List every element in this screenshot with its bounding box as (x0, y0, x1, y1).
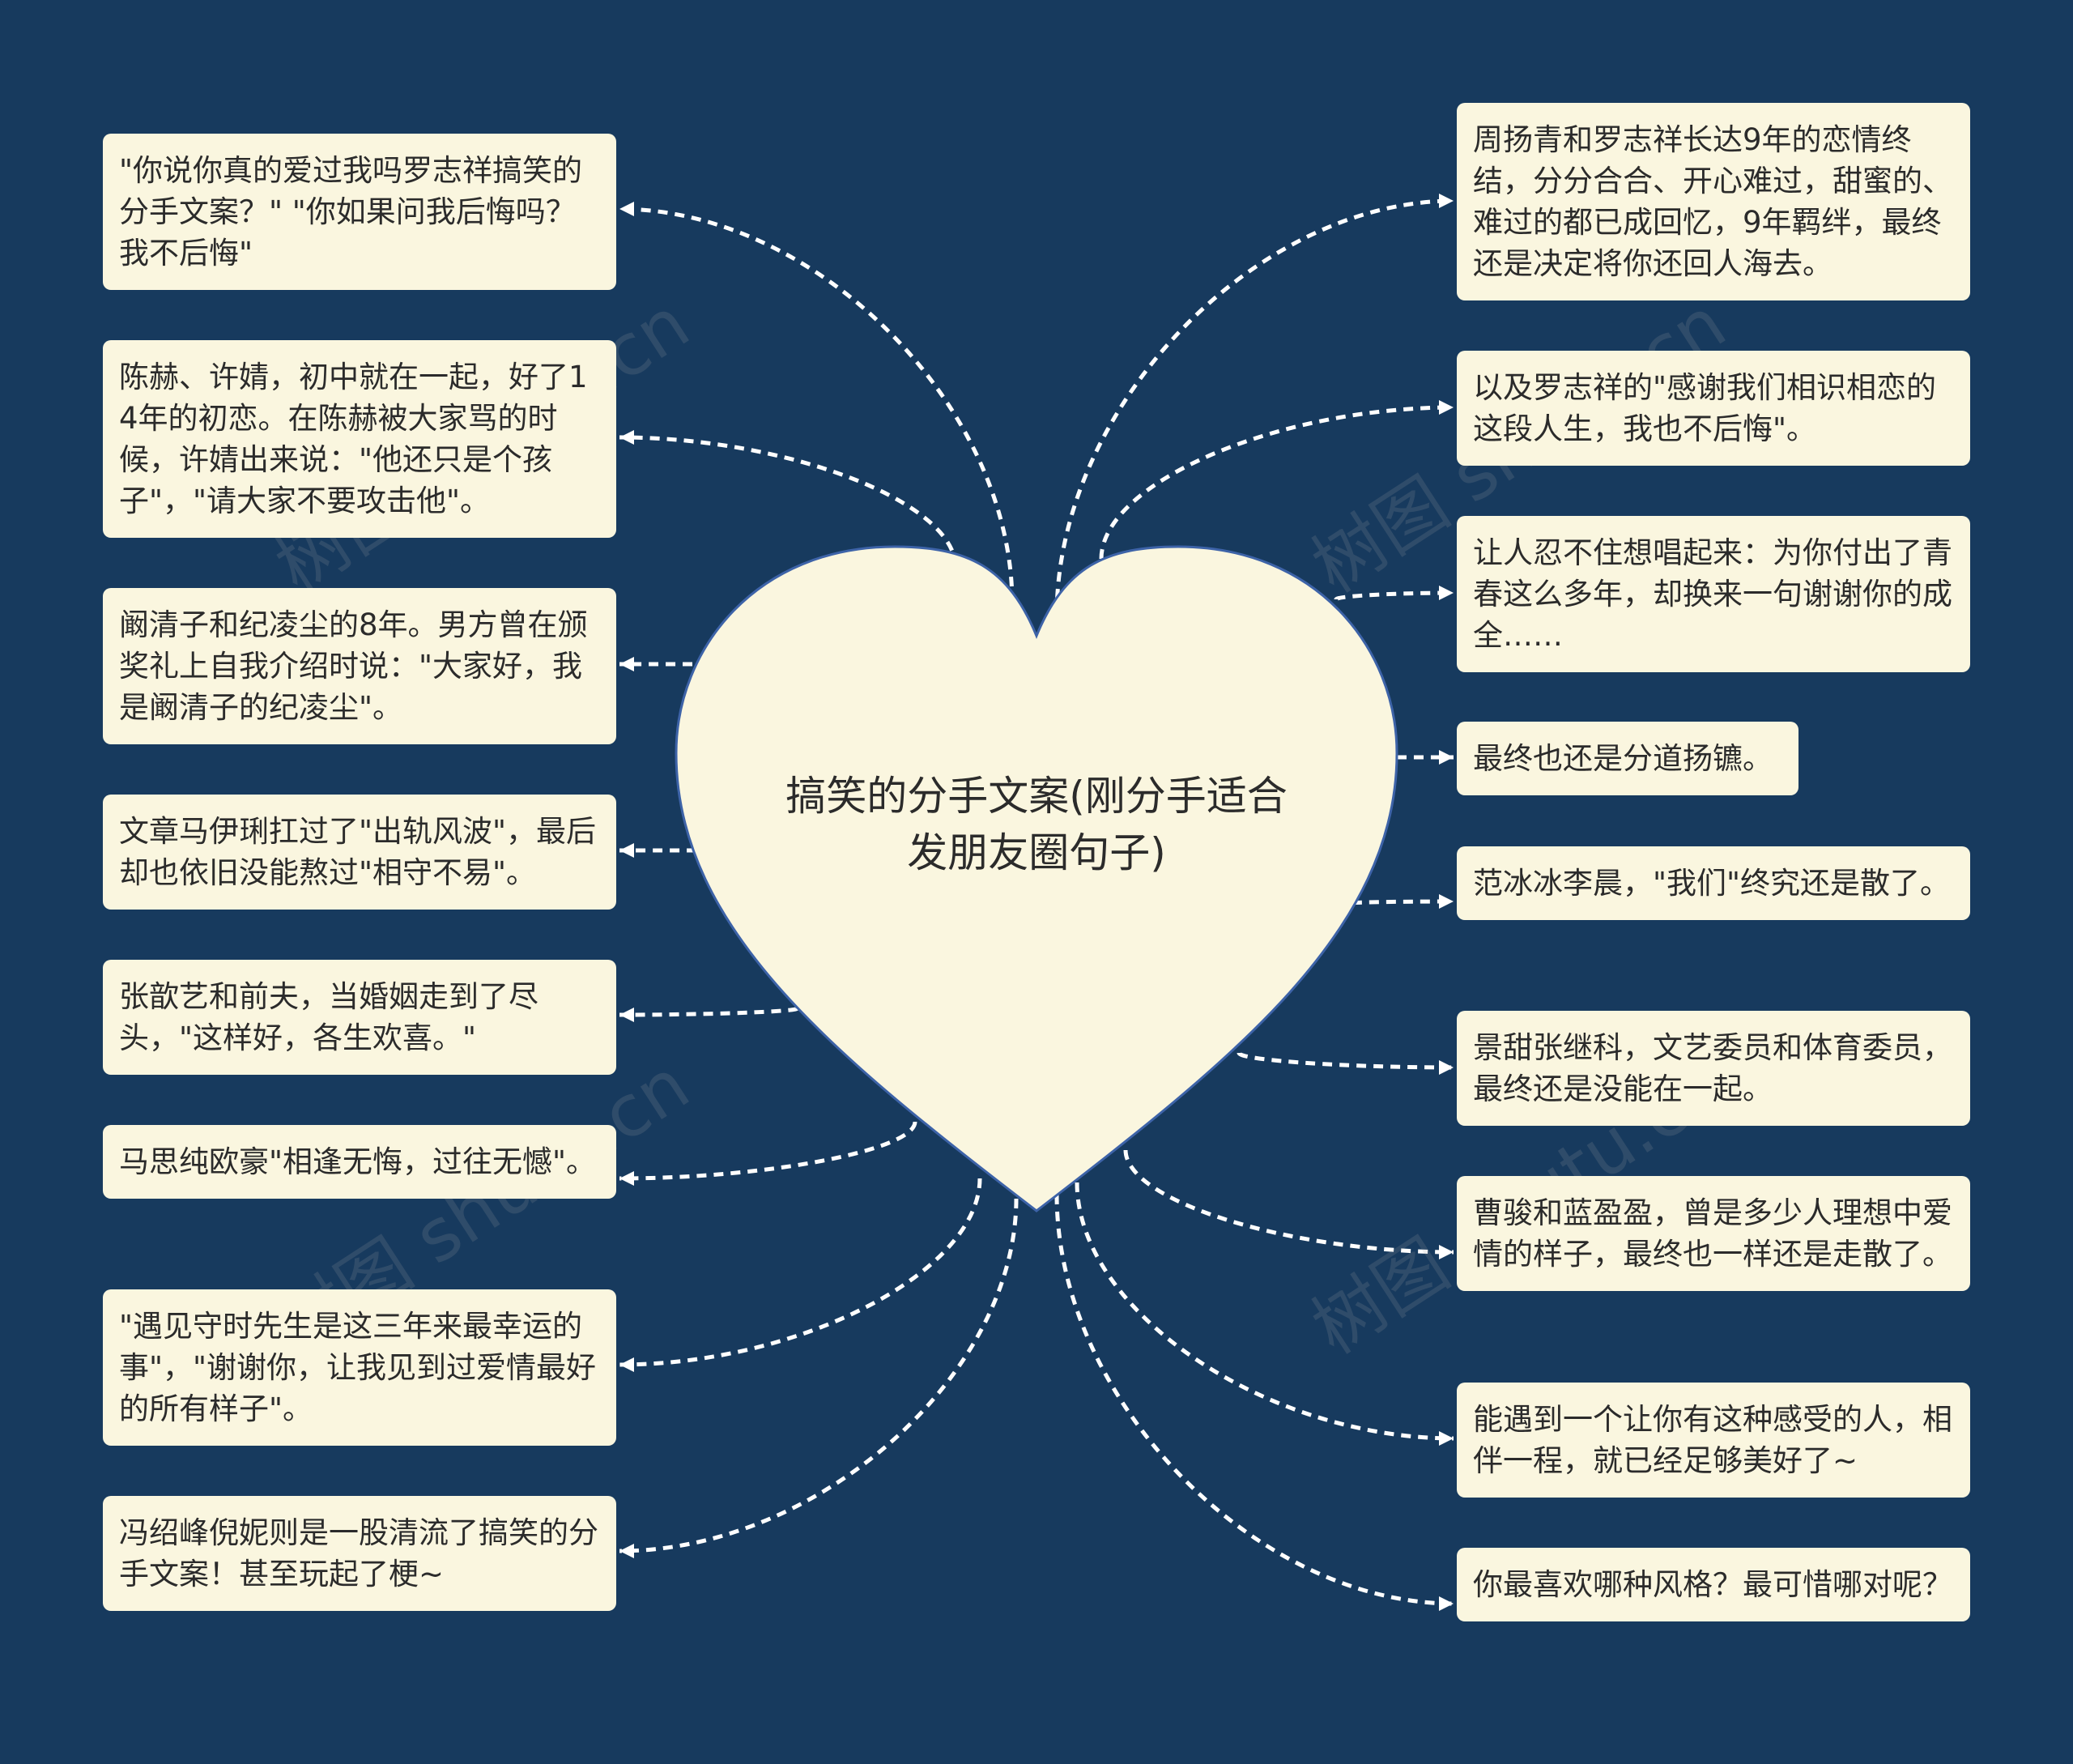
left-branch-node-7[interactable]: "遇见守时先生是这三年来最幸运的事"，"谢谢你，让我见到过爱情最好的所有样子"。 (103, 1289, 616, 1446)
left-branch-node-5[interactable]: 张歆艺和前夫，当婚姻走到了尽头，"这样好，各生欢喜。" (103, 960, 616, 1075)
left-branch-node-1[interactable]: "你说你真的爱过我吗罗志祥搞笑的分手文案？" "你如果问我后悔吗？我不后悔" (103, 134, 616, 290)
left-branch-node-4[interactable]: 文章马伊琍扛过了"出轨风波"，最后却也依旧没能熬过"相守不易"。 (103, 795, 616, 910)
connector-right-4-arrowhead (1439, 750, 1454, 765)
connector-right-1 (1054, 198, 1454, 616)
connector-left-1-arrowhead (619, 202, 634, 216)
connector-left-3-arrowhead (619, 657, 634, 671)
right-branch-node-1[interactable]: 周扬青和罗志祥长达9年的恋情终结，分分合合、开心难过，甜蜜的、难过的都已成回忆，… (1457, 103, 1970, 300)
connector-left-2-arrowhead (619, 430, 634, 445)
connector-left-7 (619, 1178, 982, 1367)
connector-right-9 (1054, 1194, 1454, 1606)
connector-left-8 (619, 1198, 1019, 1553)
connector-right-5-arrowhead (1439, 894, 1454, 909)
connector-right-3 (1334, 590, 1454, 602)
connector-left-8-arrowhead (619, 1544, 634, 1558)
connector-right-1-arrowhead (1439, 194, 1454, 208)
connector-right-2-arrowhead (1439, 400, 1454, 415)
connector-right-5 (1350, 899, 1454, 905)
connector-right-6-arrowhead (1439, 1060, 1454, 1075)
right-branch-node-9[interactable]: 你最喜欢哪种风格？最可惜哪对呢？ (1457, 1548, 1970, 1621)
left-branch-node-8[interactable]: 冯绍峰倪妮则是一股清流了搞笑的分手文案！甚至玩起了梗~ (103, 1496, 616, 1611)
connector-left-7-arrowhead (619, 1357, 634, 1372)
connector-left-5 (619, 1006, 800, 1017)
connector-right-7-arrowhead (1439, 1245, 1454, 1259)
central-heart-shape (675, 545, 1398, 1212)
right-branch-node-7[interactable]: 曹骏和蓝盈盈，曾是多少人理想中爱情的样子，最终也一样还是走散了。 (1457, 1176, 1970, 1291)
connector-right-7 (1123, 1149, 1454, 1255)
connector-left-5-arrowhead (619, 1008, 634, 1022)
right-branch-node-3[interactable]: 让人忍不住想唱起来：为你付出了青春这么多年，却换来一句谢谢你的成全…… (1457, 516, 1970, 672)
connector-right-6 (1237, 1050, 1454, 1070)
left-branch-node-6[interactable]: 马思纯欧豪"相逢无悔，过往无憾"。 (103, 1125, 616, 1199)
right-branch-node-2[interactable]: 以及罗志祥的"感谢我们相识相恋的这段人生，我也不后悔"。 (1457, 351, 1970, 466)
left-branch-node-3[interactable]: 阚清子和纪凌尘的8年。男方曾在颁奖礼上自我介绍时说："大家好，我是阚清子的纪凌尘… (103, 588, 616, 744)
left-branch-node-2[interactable]: 陈赫、许婧，初中就在一起，好了14年的初恋。在陈赫被大家骂的时候，许婧出来说："… (103, 340, 616, 538)
connector-right-3-arrowhead (1439, 586, 1454, 600)
connector-right-2 (1099, 405, 1454, 560)
right-branch-node-4[interactable]: 最终也还是分道扬镳。 (1457, 722, 1798, 795)
connector-left-4-arrowhead (619, 843, 634, 858)
connector-left-6 (619, 1121, 917, 1181)
connector-left-1 (619, 207, 1015, 604)
connector-right-9-arrowhead (1439, 1596, 1454, 1611)
central-topic-title[interactable]: 搞笑的分手文案(刚分手适合发朋友圈句子) (785, 773, 1288, 876)
right-branch-node-5[interactable]: 范冰冰李晨，"我们"终究还是散了。 (1457, 846, 1970, 920)
connector-left-2 (619, 435, 958, 568)
right-branch-node-8[interactable]: 能遇到一个让你有这种感受的人，相伴一程，就已经足够美好了~ (1457, 1383, 1970, 1498)
connector-left-6-arrowhead (619, 1171, 634, 1186)
right-branch-node-6[interactable]: 景甜张继科，文艺委员和体育委员，最终还是没能在一起。 (1457, 1011, 1970, 1126)
connector-right-8-arrowhead (1439, 1431, 1454, 1446)
connector-group (619, 194, 1454, 1611)
connector-right-8 (1075, 1182, 1454, 1441)
